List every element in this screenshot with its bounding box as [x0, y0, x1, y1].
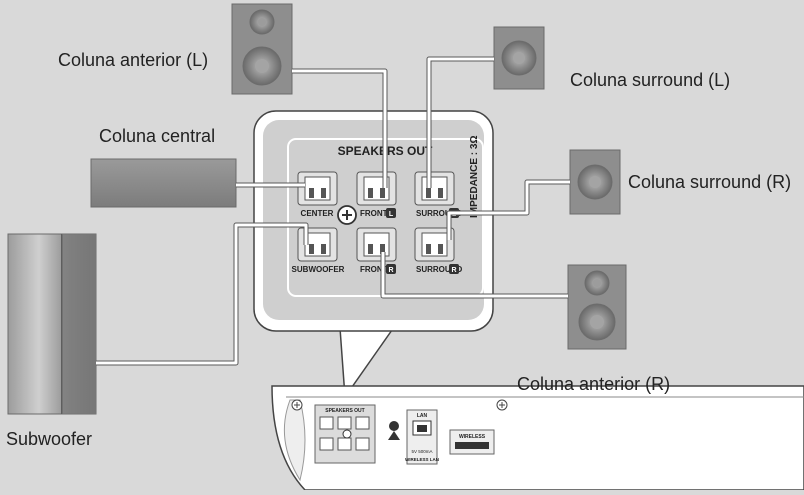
label-subwoofer: Subwoofer	[6, 429, 93, 449]
terminal-label-surround-l: SURROUND	[416, 209, 462, 218]
rear-wireless-label: WIRELESS	[459, 434, 486, 440]
center-speaker	[90, 158, 237, 208]
speaker-wires	[96, 56, 570, 366]
subwoofer-speaker	[7, 233, 97, 415]
front-right-speaker	[567, 264, 627, 350]
impedance-label: IMPEDANCE : 3Ω	[469, 136, 480, 218]
terminal-badge-surround-r: R	[451, 267, 456, 274]
terminal-label-front-r: FRONT	[360, 265, 388, 274]
main-unit-rear-panel: SPEAKERS OUT LAN 5V 500mA WIRELESS LAN W…	[271, 385, 804, 491]
terminal-surround-r	[414, 227, 455, 262]
terminal-front-l	[356, 171, 397, 206]
terminal-label-front-l: FRONT	[360, 209, 388, 218]
terminal-badge-front-l: L	[389, 211, 394, 218]
rear-power-rating: 5V 500mA	[411, 449, 432, 454]
terminal-center	[297, 171, 338, 206]
terminal-front-r	[356, 227, 397, 262]
label-front-right: Coluna anterior (R)	[517, 374, 671, 394]
label-surround-left: Coluna surround (L)	[570, 70, 731, 90]
rear-speakers-out-label: SPEAKERS OUT	[325, 408, 364, 414]
terminal-label-surround-r: SURROUND	[416, 265, 462, 274]
front-left-speaker	[231, 3, 293, 95]
terminal-surround-l	[414, 171, 455, 206]
terminal-label-center: CENTER	[301, 209, 334, 218]
surround-right-speaker	[569, 149, 621, 215]
terminal-badge-front-r: R	[388, 267, 393, 274]
terminal-label-subwoofer: SUBWOOFER	[292, 265, 345, 274]
rear-wireless-lan-label: WIRELESS LAN	[405, 457, 439, 462]
rear-lan-label: LAN	[417, 413, 428, 419]
label-surround-right: Coluna surround (R)	[628, 172, 792, 192]
plus-screw-icon	[337, 205, 357, 225]
label-front-left: Coluna anterior (L)	[58, 50, 209, 70]
label-center: Coluna central	[99, 126, 216, 146]
surround-left-speaker	[493, 26, 545, 90]
